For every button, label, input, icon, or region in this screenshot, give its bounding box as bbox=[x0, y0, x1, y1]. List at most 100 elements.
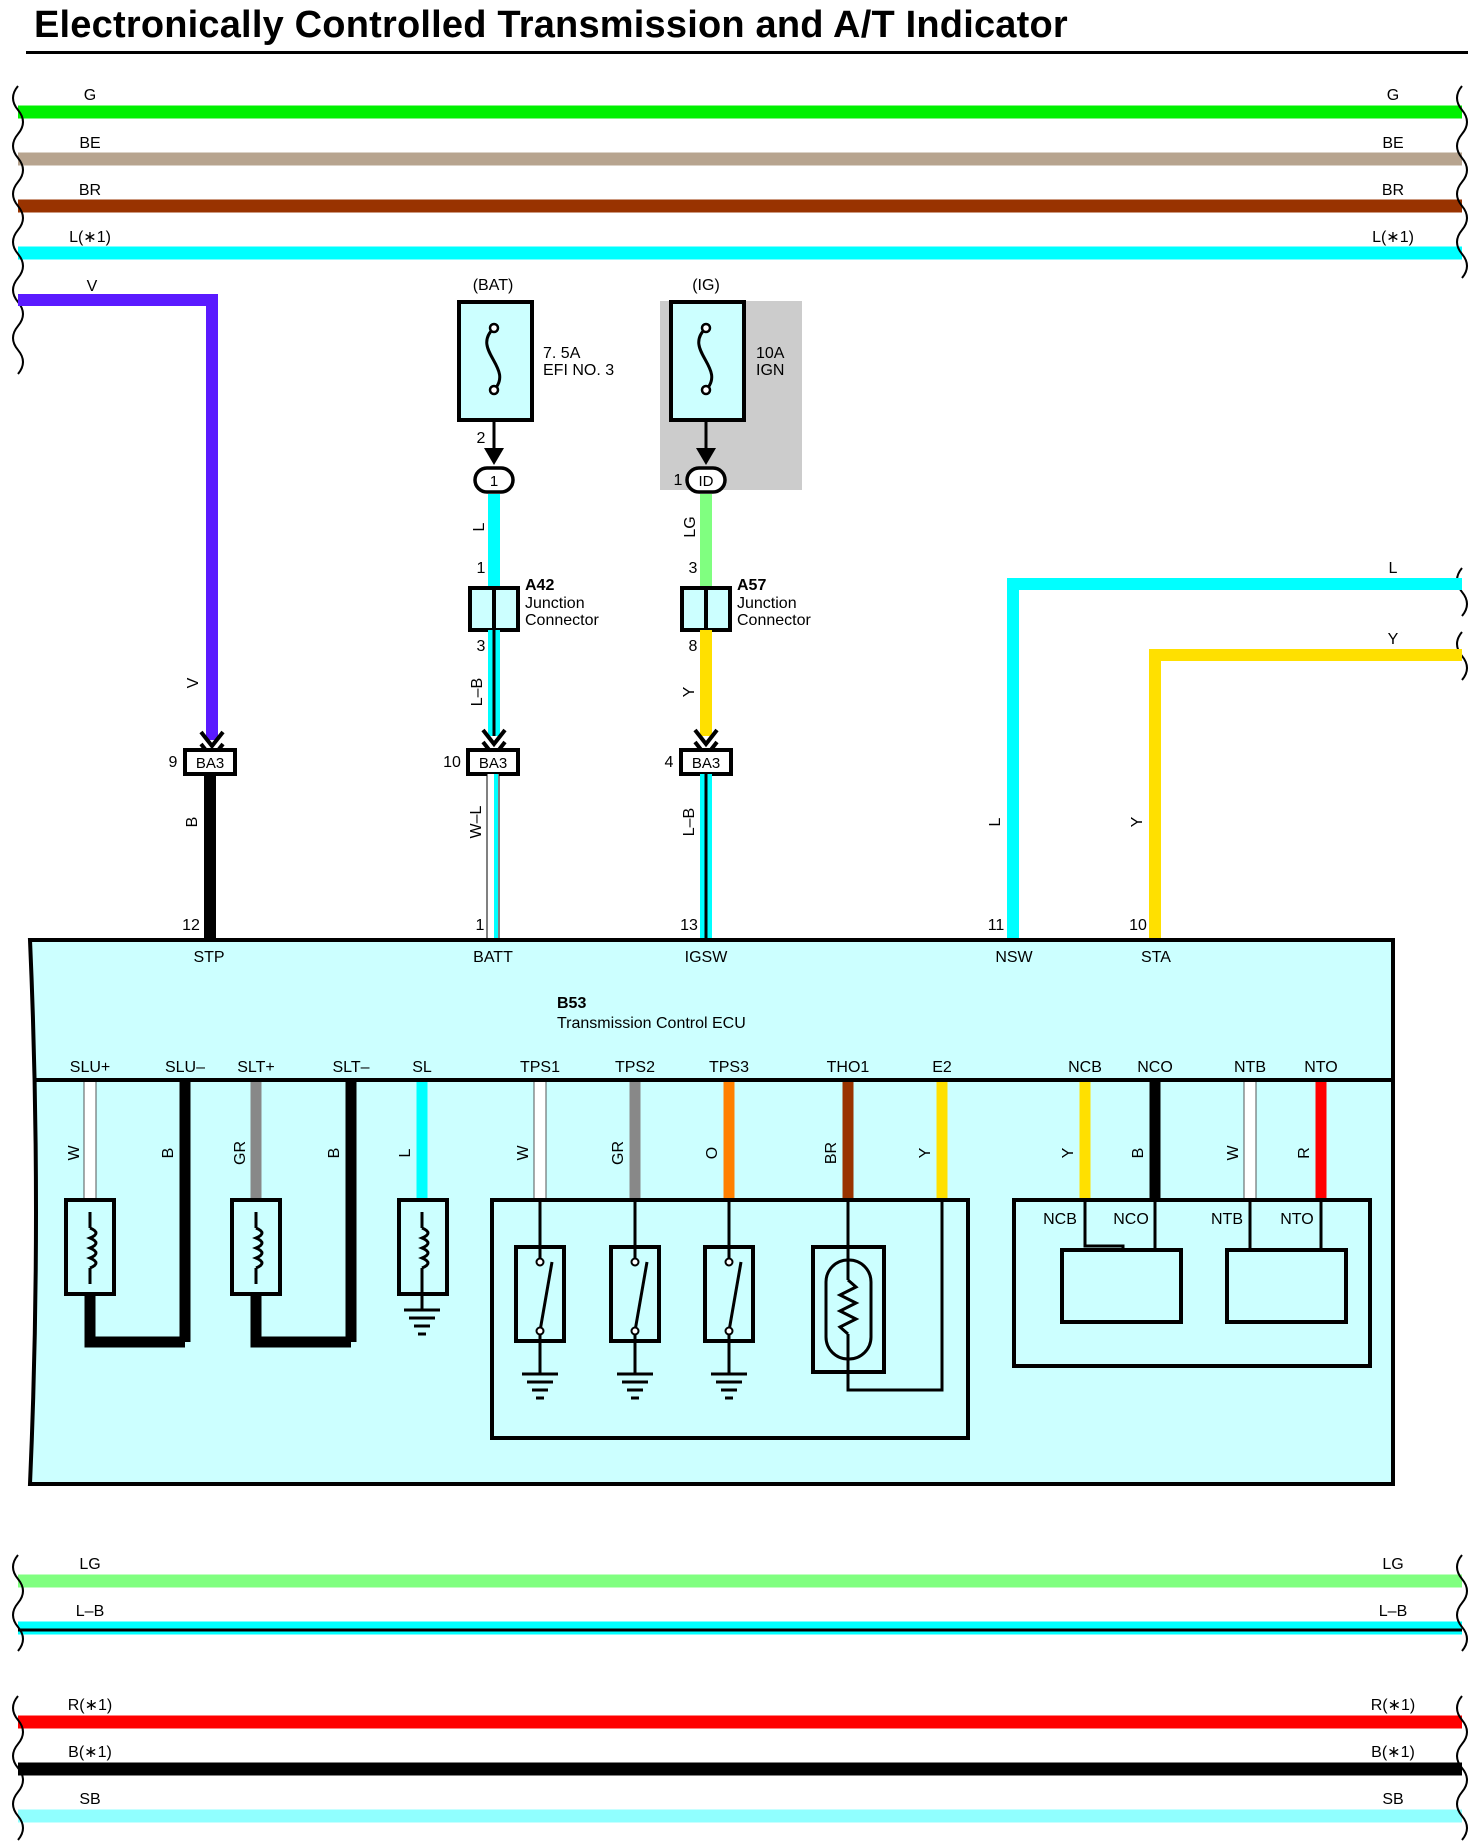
ba3-connector-label: BA3 bbox=[479, 755, 507, 772]
tps1-switch bbox=[514, 1200, 566, 1400]
wire-color-label: B bbox=[184, 817, 201, 828]
connector-plug-label: 1 bbox=[490, 473, 498, 490]
break-mark-right bbox=[1456, 85, 1468, 279]
ecu-terminal-name: NTO bbox=[1304, 1059, 1337, 1076]
bus-label-right: LG bbox=[1382, 1556, 1403, 1573]
ba3-pin-number: 9 bbox=[169, 754, 178, 771]
junction-id: A42 bbox=[525, 577, 554, 594]
ecu-terminal-name: IGSW bbox=[685, 949, 729, 966]
switch-contact bbox=[724, 1257, 734, 1267]
fuse-name: EFI NO. 3 bbox=[543, 362, 614, 379]
ecu-terminal-name: NSW bbox=[995, 949, 1033, 966]
break-mark-left bbox=[12, 1554, 24, 1652]
bottom-break-marks bbox=[12, 1554, 1468, 1841]
tps3-switch bbox=[703, 1200, 755, 1400]
ecu-terminal-name: THO1 bbox=[827, 1059, 870, 1076]
fuse-rating: 7. 5A bbox=[543, 345, 581, 362]
fuse-arrow-icon bbox=[696, 448, 716, 465]
coil-winding-icon bbox=[86, 1226, 98, 1270]
top-bus-labels: G G BE BE BR BR L(∗1) L(∗1) bbox=[69, 87, 1414, 246]
break-mark-right-l bbox=[1456, 567, 1468, 617]
switch-contact bbox=[630, 1257, 640, 1267]
wire-color-label: LG bbox=[682, 516, 699, 537]
ecu-terminal-name: STA bbox=[1141, 949, 1171, 966]
fuse-source-label: (IG) bbox=[692, 277, 720, 294]
bus-label-right: BE bbox=[1382, 135, 1403, 152]
wire-color-label: W bbox=[515, 1145, 532, 1161]
wire-color-label: B bbox=[1130, 1148, 1147, 1159]
fuse-terminal bbox=[488, 384, 500, 396]
switch-contact bbox=[724, 1326, 734, 1336]
wire-color-label: Y bbox=[681, 686, 698, 697]
fuse-terminal bbox=[488, 322, 500, 334]
ba3-connector-label: BA3 bbox=[692, 755, 720, 772]
ecu-terminal-name: NCO bbox=[1137, 1059, 1173, 1076]
wire-color-label: B bbox=[160, 1148, 177, 1159]
resistor-zigzag-icon bbox=[836, 1278, 860, 1336]
ground-icon bbox=[617, 1372, 653, 1400]
wire-color-label: L bbox=[471, 522, 488, 531]
ecu-body bbox=[27, 938, 1395, 1486]
ba3-connector-label: BA3 bbox=[196, 755, 224, 772]
wire-color-label: O bbox=[704, 1147, 721, 1159]
ecu-terminal-name: NTB bbox=[1234, 1059, 1266, 1076]
bus-label-right: BR bbox=[1382, 182, 1404, 199]
solenoid-slt bbox=[230, 1198, 351, 1348]
bus-label-right: L(∗1) bbox=[1372, 229, 1414, 246]
ecu-terminal-name: TPS2 bbox=[615, 1059, 655, 1076]
wire-l-nsw bbox=[1007, 578, 1462, 940]
junction-pin-in: 1 bbox=[477, 560, 486, 577]
ecu-terminal-name: SLT– bbox=[332, 1059, 369, 1076]
junction-name: Connector bbox=[737, 612, 811, 629]
ground-icon bbox=[404, 1308, 440, 1336]
top-bus-wires bbox=[18, 105, 1462, 260]
ecu-input-pin: 13 bbox=[680, 917, 698, 934]
solenoid-slu bbox=[64, 1198, 185, 1348]
wire-color-label: Y bbox=[917, 1147, 934, 1158]
switch-contact bbox=[535, 1257, 545, 1267]
wire-color-label: L bbox=[397, 1148, 414, 1157]
bus-label-right: R(∗1) bbox=[1371, 1697, 1416, 1714]
switch-blade-icon bbox=[538, 1261, 554, 1332]
fuse-pin-number: 1 bbox=[674, 472, 683, 489]
white-wire-outlines bbox=[83, 1082, 1257, 1200]
fuse-arrow-icon bbox=[484, 448, 504, 465]
speed-sensor-label: NCO bbox=[1113, 1211, 1149, 1228]
ecu-input-pin: 11 bbox=[988, 917, 1005, 934]
junction-id: A57 bbox=[737, 577, 766, 594]
bus-label-left: B(∗1) bbox=[68, 1744, 112, 1761]
connector-plug-label: ID bbox=[699, 473, 714, 490]
bus-label-right: B(∗1) bbox=[1371, 1744, 1415, 1761]
title-underline bbox=[26, 51, 1468, 54]
junction-name: Connector bbox=[525, 612, 599, 629]
switch-blade-icon bbox=[727, 1261, 743, 1332]
switch-contact bbox=[535, 1326, 545, 1336]
bus-label-right: SB bbox=[1382, 1791, 1403, 1808]
ecu-terminal-name: NCB bbox=[1068, 1059, 1102, 1076]
break-mark-left bbox=[12, 85, 24, 375]
bus-label-left: R(∗1) bbox=[68, 1697, 113, 1714]
right-wire-label: L bbox=[1389, 560, 1398, 577]
wire-color-label: BR bbox=[823, 1142, 840, 1164]
bus-label-right: G bbox=[1387, 87, 1399, 104]
ecu-terminal-name: SLU– bbox=[165, 1059, 205, 1076]
bus-label-left: LG bbox=[79, 1556, 100, 1573]
bus-label-left: L–B bbox=[76, 1603, 104, 1620]
ecu-input-pin: 10 bbox=[1129, 917, 1147, 934]
ba3-connectors: BA3 9 BA3 10 BA3 4 bbox=[169, 748, 733, 776]
wire-color-label: L–B bbox=[681, 808, 698, 836]
v-wire-label: V bbox=[87, 278, 98, 295]
wire-y-sta bbox=[1149, 649, 1462, 940]
tho1-thermistor bbox=[811, 1200, 944, 1392]
ecu-id: B53 bbox=[557, 995, 586, 1012]
tps2-switch bbox=[609, 1200, 661, 1400]
junction-pin-out: 3 bbox=[477, 638, 486, 655]
ground-icon bbox=[711, 1372, 747, 1400]
v-wire bbox=[18, 294, 218, 740]
coil-winding-icon bbox=[252, 1226, 264, 1270]
ecu-input-pin: 12 bbox=[182, 917, 200, 934]
break-mark-right bbox=[1456, 1554, 1468, 1652]
ecu-input-pin: 1 bbox=[476, 917, 485, 934]
fuse-element-icon bbox=[697, 326, 714, 392]
switch-contact bbox=[630, 1326, 640, 1336]
